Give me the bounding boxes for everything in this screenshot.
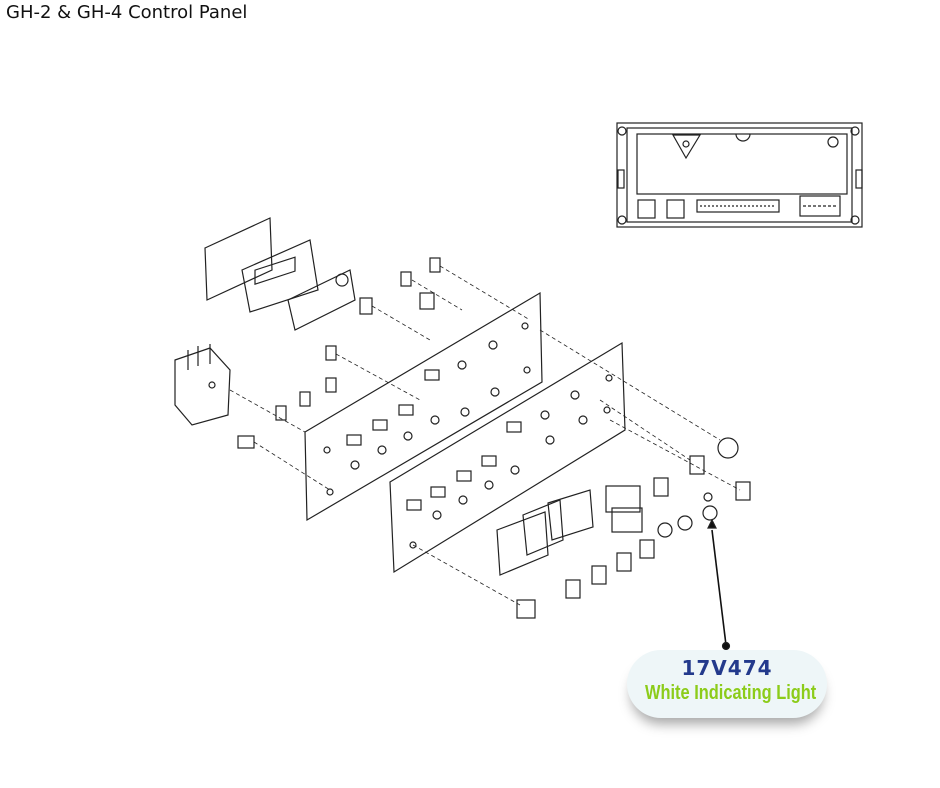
- control-board-rear-view: [616, 122, 863, 228]
- front-panel-plate: [389, 341, 626, 574]
- part-description: White Indicating Light: [645, 682, 817, 704]
- terminal-block: [237, 435, 255, 449]
- part-callout: 17V474 White Indicating Light: [627, 650, 827, 718]
- page-title: GH-2 & GH-4 Control Panel: [6, 2, 248, 23]
- display-module: [204, 217, 356, 331]
- contactor: [174, 344, 231, 426]
- part-number: 17V474: [681, 656, 773, 680]
- rear-switches: [275, 257, 441, 421]
- rear-panel-plate: [304, 291, 543, 522]
- leader-lines: [229, 265, 741, 606]
- callout-pointer: [707, 518, 731, 651]
- front-controls: [496, 437, 751, 619]
